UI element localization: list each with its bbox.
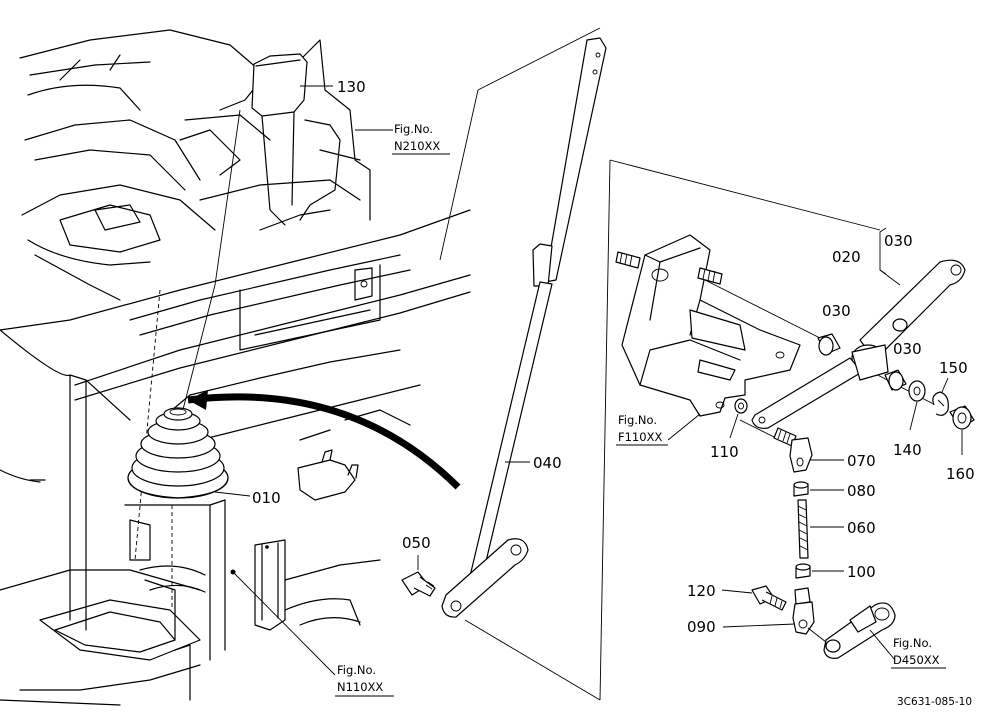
part-110-nut: 110 — [710, 398, 748, 461]
label-030-b: 030 — [884, 232, 913, 250]
part-160-collar: 160 — [946, 405, 975, 483]
arrow-icon — [187, 390, 461, 490]
label-160: 160 — [946, 465, 975, 483]
part-080-nut: 080 — [793, 481, 876, 500]
figref-n110-line1: Fig.No. — [337, 663, 376, 677]
label-050: 050 — [402, 534, 431, 552]
part-150-clip: 150 — [932, 359, 968, 416]
label-130: 130 — [337, 78, 366, 96]
drawing-code: 3C631-085-10 — [897, 696, 972, 708]
part-030-bushing-a: 030 — [817, 302, 851, 356]
label-110: 110 — [710, 443, 739, 461]
part-010-boot: 010 — [127, 407, 281, 507]
figref-n210-line1: Fig.No. — [394, 122, 433, 136]
figref-f110-line1: Fig.No. — [618, 413, 657, 427]
label-group-020-030: 020 030 — [832, 227, 913, 286]
part-d450-lever — [807, 602, 896, 659]
label-100: 100 — [847, 563, 876, 581]
label-030-a: 030 — [822, 302, 851, 320]
part-090-ball-joint: 090 — [687, 587, 815, 636]
label-060: 060 — [847, 519, 876, 537]
figref-f110: Fig.No. F110XX — [616, 413, 701, 446]
part-060-rod: 060 — [797, 499, 876, 559]
figref-n210-line2: N210XX — [394, 139, 440, 153]
figref-n210: Fig.No. N210XX — [355, 122, 450, 155]
label-070: 070 — [847, 452, 876, 470]
figref-d450-line1: Fig.No. — [893, 636, 932, 650]
label-080: 080 — [847, 482, 876, 500]
figref-n110: Fig.No. N110XX — [230, 569, 394, 697]
part-120-bolt: 120 — [687, 582, 787, 611]
label-090: 090 — [687, 618, 716, 636]
part-020-arm — [751, 259, 966, 429]
part-030-spacer: 030 — [884, 340, 922, 391]
label-010: 010 — [252, 489, 281, 507]
label-030-c: 030 — [893, 340, 922, 358]
part-050-bolt: 050 — [401, 534, 436, 597]
part-130-knob: 130 — [251, 53, 366, 226]
part-040-lever: 040 — [441, 37, 607, 618]
label-140: 140 — [893, 441, 922, 459]
part-100-nut: 100 — [795, 563, 876, 581]
label-020: 020 — [832, 248, 861, 266]
figref-n110-line2: N110XX — [337, 680, 383, 694]
bracket-f110 — [615, 234, 801, 417]
label-150: 150 — [939, 359, 968, 377]
part-070-ball-joint: 070 — [773, 427, 876, 473]
part-140-washer: 140 — [893, 380, 926, 459]
figref-f110-line2: F110XX — [618, 430, 662, 444]
machine-body — [0, 29, 471, 706]
label-120: 120 — [687, 582, 716, 600]
figref-d450: Fig.No. D450XX — [869, 629, 946, 669]
label-040: 040 — [533, 454, 562, 472]
figref-d450-line2: D450XX — [893, 653, 940, 667]
